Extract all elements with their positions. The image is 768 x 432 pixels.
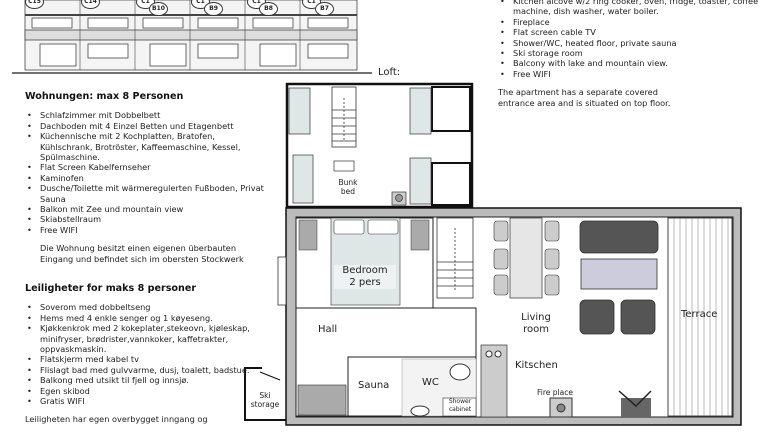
label-line: cabinet [448, 406, 472, 413]
fireplace-label: Fire place [537, 388, 573, 397]
german-section: Wohnungen: max 8 Personen Schlafzimmer m… [25, 91, 265, 264]
wc-label: WC [422, 377, 439, 388]
loft-stairs-icon [331, 86, 357, 148]
list-item: Balkon mit Zee und mountain view [25, 204, 265, 215]
list-item: Shower/WC, heated floor, private sauna [498, 38, 763, 49]
building-label: B8 [259, 2, 278, 16]
norwegian-section: Leiligheter for maks 8 personer Soverom … [25, 283, 260, 425]
list-item: Kitchen alcove w/2 ring cooker, oven, fr… [498, 0, 763, 17]
stairs-icon [436, 217, 474, 299]
english-section: Kitchen alcove w/2 ring cooker, oven, fr… [498, 0, 763, 108]
list-item: Flislagt bad med gulvvarme, dusj, toalet… [25, 365, 260, 376]
list-item: Free WIFI [25, 225, 265, 236]
building-label: B7 [315, 2, 334, 16]
list-item: Dachboden mit 4 Einzel Betten und Etagen… [25, 121, 265, 132]
loft-title: Loft: [378, 67, 401, 78]
label-line: bed [340, 187, 356, 196]
list-item: Balkong med utsikt til fjell og innsjø. [25, 375, 260, 386]
list-item: Kaminofen [25, 173, 265, 184]
label-line: Living [521, 312, 551, 323]
list-item: Skiabstellraum [25, 214, 265, 225]
list-item: Egen skibod [25, 386, 260, 397]
list-item: Dusche/Toilette mit wärmeregulerten Fußb… [25, 183, 265, 204]
list-item: Kjøkkenkrok med 2 kokeplater,stekeovn, k… [25, 323, 260, 354]
terrace-label: Terrace [681, 309, 718, 320]
label-line: storage [250, 400, 280, 409]
list-item: Flat Screen Kabelfernseher [25, 162, 265, 173]
label-line: Ski [259, 391, 271, 400]
german-heading: Wohnungen: max 8 Personen [25, 91, 184, 102]
list-item: Balcony with lake and mountain view. [498, 58, 763, 69]
list-item: Free WIFI [498, 69, 763, 80]
sauna-label: Sauna [358, 380, 390, 391]
list-item: Flat screen cable TV [498, 27, 763, 38]
label-line: 2 pers [349, 277, 381, 288]
list-item: Gratis WIFI [25, 396, 260, 407]
norwegian-heading: Leiligheter for maks 8 personer [25, 283, 197, 294]
list-item: Flatskjerm med kabel tv [25, 354, 260, 365]
label-line: Shower [448, 398, 472, 405]
list-item: Soverom med dobbeltseng [25, 302, 260, 313]
norwegian-note: Leiligheten har egen overbygget inngang … [25, 414, 208, 425]
german-note: Die Wohnung besitzt einen eigenen überba… [40, 243, 244, 264]
list-item: Schlafzimmer mit Dobbelbett [25, 110, 265, 121]
list-item: Ski storage room [498, 48, 763, 59]
building-facade-sketch [12, 0, 372, 74]
label-line: Bedroom [342, 265, 388, 276]
building-label: B10 [149, 2, 168, 16]
label-line: Bunk [338, 178, 358, 187]
label-line: room [523, 324, 549, 335]
english-note: The apartment has a separate covered ent… [498, 87, 671, 108]
kitchen-label: Kitschen [515, 360, 558, 371]
list-item: Küchennische mit 2 Kochplatten, Bratofen… [25, 131, 265, 162]
list-item: Fireplace [498, 17, 763, 28]
loft-plan [285, 82, 474, 209]
main-floor-plan [244, 207, 742, 426]
hall-label: Hall [318, 324, 338, 335]
building-label: B9 [204, 2, 223, 16]
list-item: Hems med 4 enkle senger og 1 køyeseng. [25, 313, 260, 324]
